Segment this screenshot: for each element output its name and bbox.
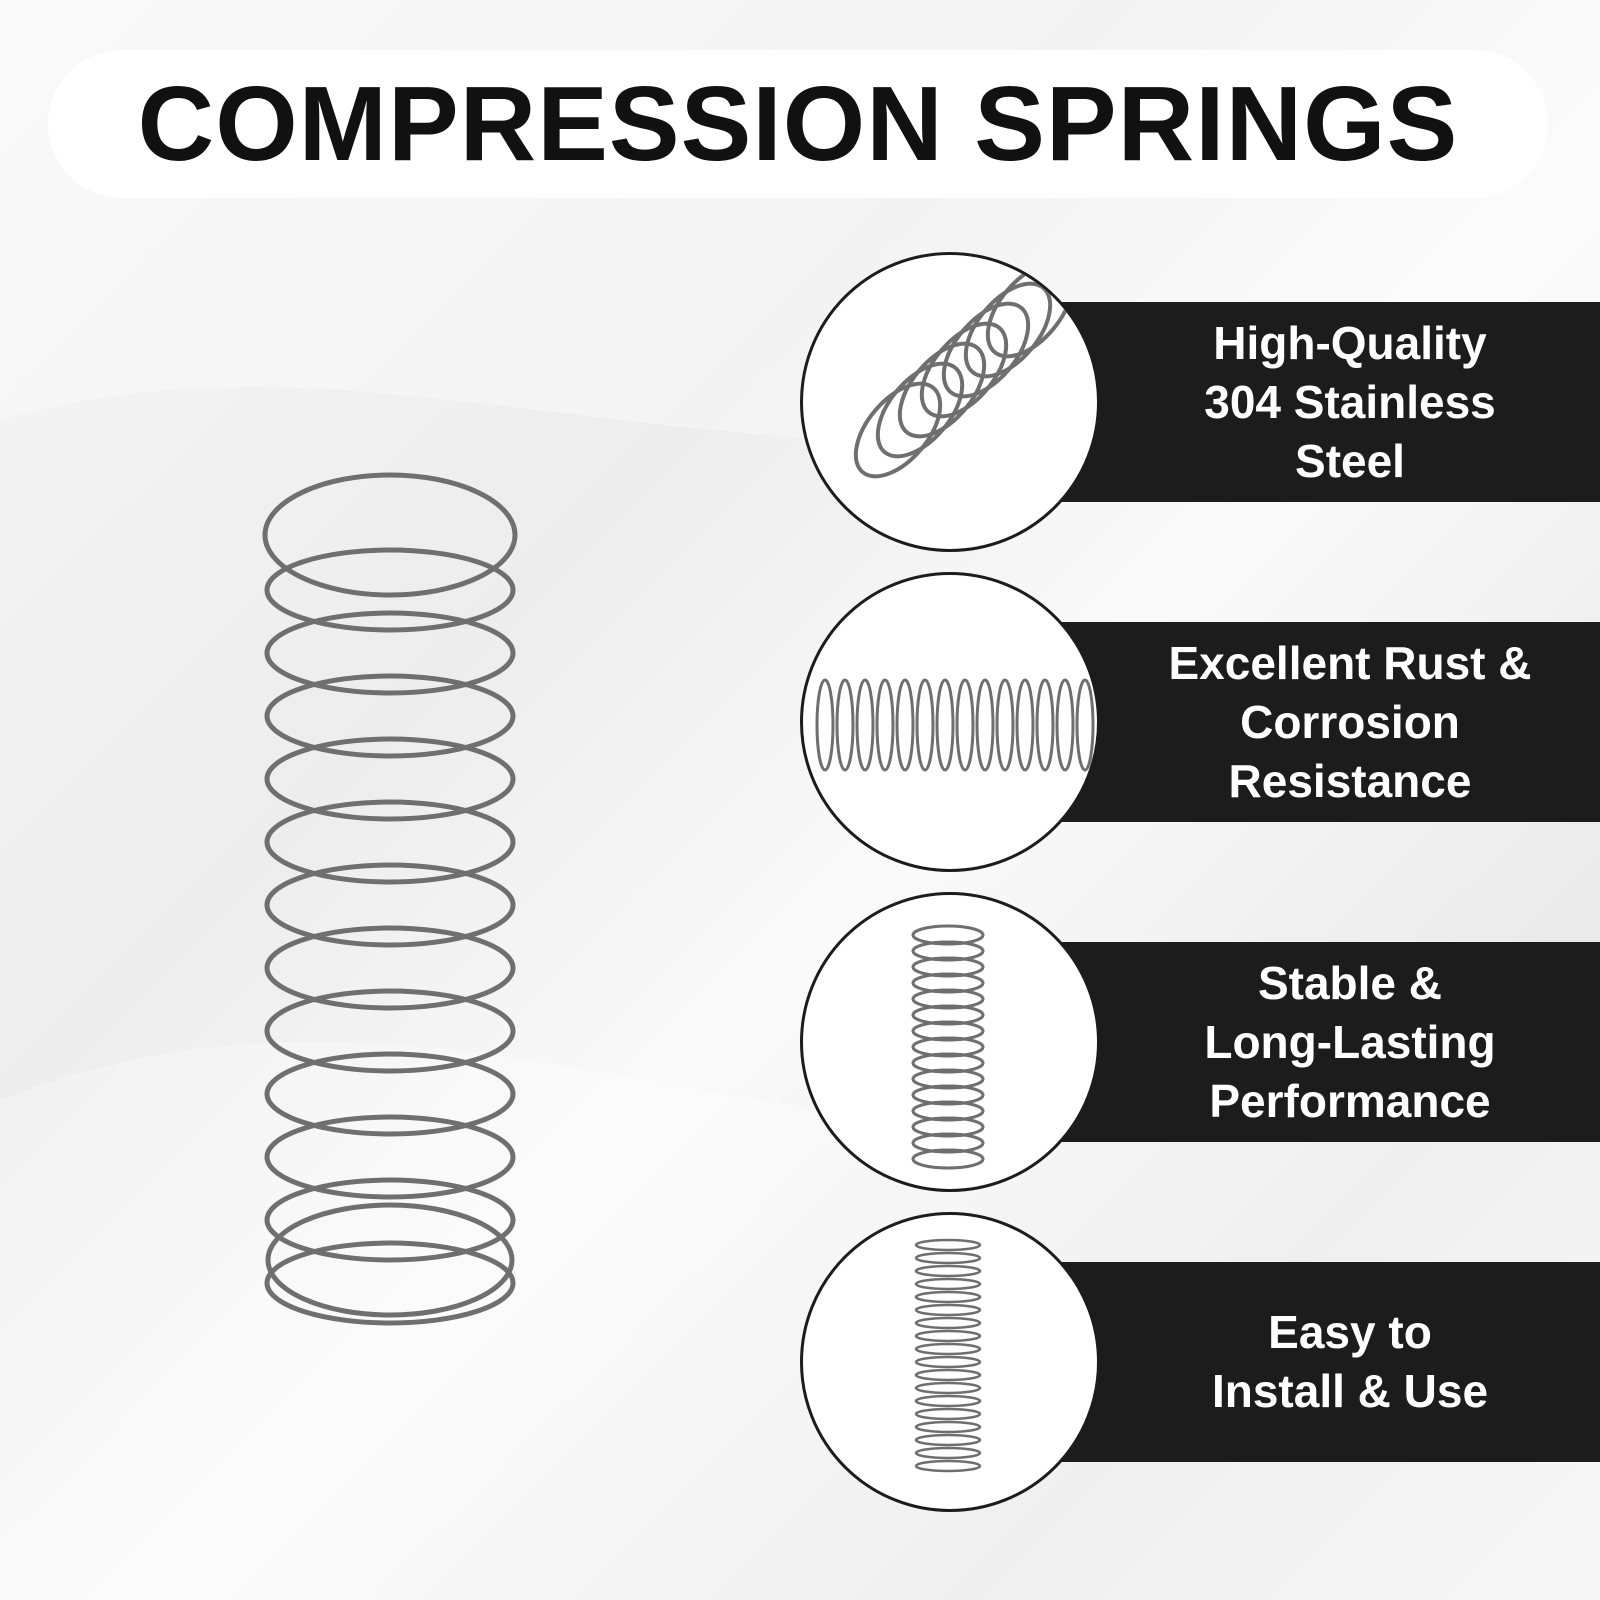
feature-row-install: Easy to Install & Use [800,1212,1600,1522]
feature-row-performance: Stable & Long-Lasting Performance [800,892,1600,1202]
feature-row-material: High-Quality 304 Stainless Steel [800,252,1600,562]
feature-band: Stable & Long-Lasting Performance [1040,942,1600,1142]
vertical-spring-icon [800,892,1100,1192]
page-title: COMPRESSION SPRINGS [137,64,1459,183]
thin-spring-icon [800,1212,1100,1512]
title-banner: COMPRESSION SPRINGS [48,50,1548,198]
feature-label-corrosion: Excellent Rust & Corrosion Resistance [1168,636,1532,807]
feature-band: Easy to Install & Use [1040,1262,1600,1462]
horizontal-spring-icon [800,572,1100,872]
feature-band: High-Quality 304 Stainless Steel [1040,302,1600,502]
feature-band: Excellent Rust & Corrosion Resistance [1040,622,1600,822]
main-spring-image [262,472,518,1326]
feature-row-corrosion: Excellent Rust & Corrosion Resistance [800,572,1600,882]
angled-spring-icon [800,252,1100,552]
feature-label-install: Easy to Install & Use [1211,1306,1489,1417]
feature-label-material: High-Quality 304 Stainless Steel [1204,316,1496,487]
feature-label-performance: Stable & Long-Lasting Performance [1204,956,1496,1127]
